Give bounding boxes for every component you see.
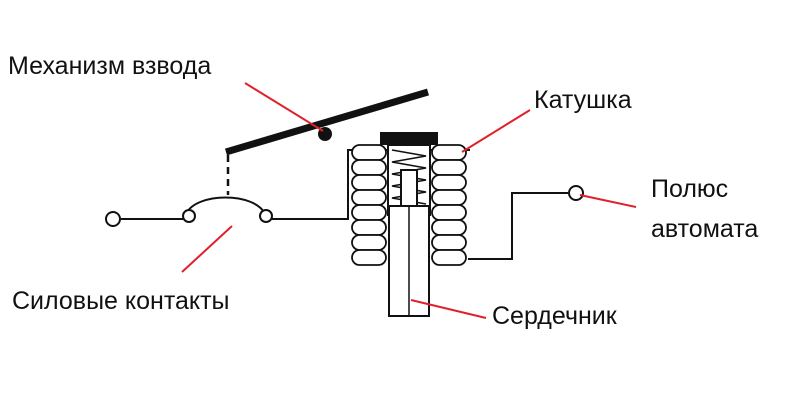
label-pole-line2: автомата <box>651 215 758 243</box>
coil-winding-left <box>351 144 387 161</box>
coil-winding-right <box>431 219 467 236</box>
pole-terminal <box>568 185 584 201</box>
terminal-left <box>105 211 121 227</box>
coil-winding-right <box>431 159 467 176</box>
label-pole-line1: Полюс <box>651 175 728 203</box>
label-core: Сердечник <box>492 302 618 330</box>
coil-winding-left <box>351 204 387 221</box>
coil-winding-right <box>431 174 467 191</box>
coil-winding-right <box>431 189 467 206</box>
leader-power-contacts <box>181 225 233 273</box>
wiring <box>121 149 568 260</box>
coil-winding-left <box>351 249 387 266</box>
coil-winding-right <box>431 204 467 221</box>
leader-mechanism <box>244 82 324 132</box>
contact-bridge <box>185 196 266 215</box>
power-contacts <box>105 196 273 227</box>
coil-winding-right <box>431 249 467 266</box>
leader-lines <box>181 82 637 319</box>
coil-winding-left <box>351 189 387 206</box>
coil-cap <box>380 132 438 145</box>
contact-left <box>182 209 196 223</box>
label-mechanism: Механизм взвода <box>8 52 211 80</box>
label-power-contacts: Силовые контакты <box>12 287 230 315</box>
contact-right <box>259 209 273 223</box>
coil-winding-left <box>351 234 387 251</box>
label-coil: Катушка <box>534 86 632 114</box>
coil-winding-left <box>351 219 387 236</box>
plunger <box>400 169 418 209</box>
coil-winding-left <box>351 174 387 191</box>
coil-winding-right <box>431 234 467 251</box>
coil-winding-left <box>351 159 387 176</box>
latch-lever <box>225 88 429 156</box>
coil <box>351 132 467 317</box>
leader-core <box>410 299 487 319</box>
leader-pole <box>579 194 637 208</box>
coil-winding-right <box>431 144 467 161</box>
leader-coil <box>461 109 531 153</box>
wire-coil-to-pole <box>468 192 568 260</box>
